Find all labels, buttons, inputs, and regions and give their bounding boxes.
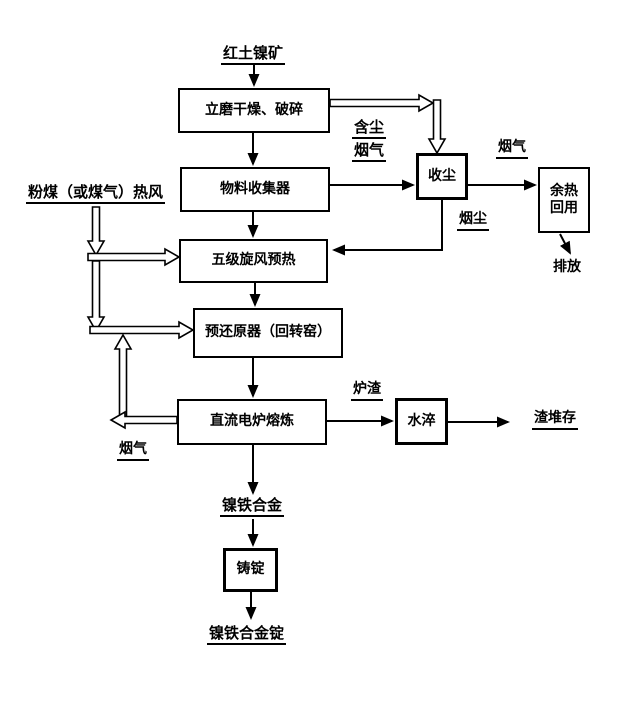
hollow-arrow-fluegas-return-up [113, 333, 133, 419]
box-dust-collect: 收尘 [416, 153, 468, 200]
box-heat-reuse: 余热 回用 [538, 167, 590, 233]
label-dusty-flue-gas: 含尘 烟气 [352, 118, 387, 162]
hollow-arrow-furnace-fluegas-left [109, 410, 178, 430]
box-quench: 水淬 [395, 398, 448, 445]
box-preheater-label: 五级旋风预热 [211, 252, 296, 269]
box-ingot-cast: 铸锭 [223, 548, 278, 592]
hollow-arrow-mill-gas-right [329, 93, 435, 113]
label-smoke-dust: 烟尘 [457, 211, 489, 231]
box-furnace: 直流电炉熔炼 [177, 399, 327, 445]
hollow-arrow-hotair-to-preheater [87, 247, 181, 267]
box-preheater: 五级旋风预热 [179, 239, 328, 283]
hollow-arrow-hotair-down-1 [86, 206, 106, 257]
label-alloy: 镍铁合金 [220, 496, 285, 517]
box-mill-label: 立磨干燥、破碎 [205, 101, 303, 118]
box-dust-collect-label: 收尘 [428, 167, 456, 184]
box-quench-label: 水淬 [407, 412, 436, 429]
box-prereducer: 预还原器（回转窑） [193, 308, 343, 358]
label-flue-gas-top: 烟气 [496, 139, 528, 159]
label-alloy-ingot: 镍铁合金锭 [207, 624, 287, 645]
hollow-arrow-hotair-to-prereducer [89, 320, 195, 340]
arrow-heatreuse-to-discharge [559, 233, 571, 255]
label-coal-hot-air: 粉煤（或煤气）热风 [26, 183, 166, 204]
arrow-dust-to-preheater [332, 200, 443, 256]
box-mill: 立磨干燥、破碎 [178, 88, 330, 133]
label-flue-gas-return: 烟气 [117, 441, 149, 461]
label-ore-input: 红土镍矿 [221, 44, 286, 65]
box-prereducer-label: 预还原器（回转窑） [205, 324, 331, 341]
box-heat-reuse-line1: 余热 [550, 182, 578, 199]
box-collector: 物料收集器 [180, 167, 330, 212]
hollow-arrow-hotair-down-2 [86, 260, 106, 333]
hollow-arrow-gas-down-to-dust [427, 99, 447, 155]
label-discharge: 排放 [553, 259, 581, 275]
label-slag-storage: 渣堆存 [532, 410, 578, 430]
label-dusty-flue-gas-line2: 烟气 [352, 141, 387, 162]
box-collector-label: 物料收集器 [220, 180, 290, 197]
label-slag: 炉渣 [351, 381, 383, 401]
box-furnace-label: 直流电炉熔炼 [210, 413, 294, 430]
label-dusty-flue-gas-line1: 含尘 [352, 118, 387, 139]
box-heat-reuse-line2: 回用 [550, 200, 578, 216]
box-ingot-cast-label: 铸锭 [236, 561, 265, 578]
